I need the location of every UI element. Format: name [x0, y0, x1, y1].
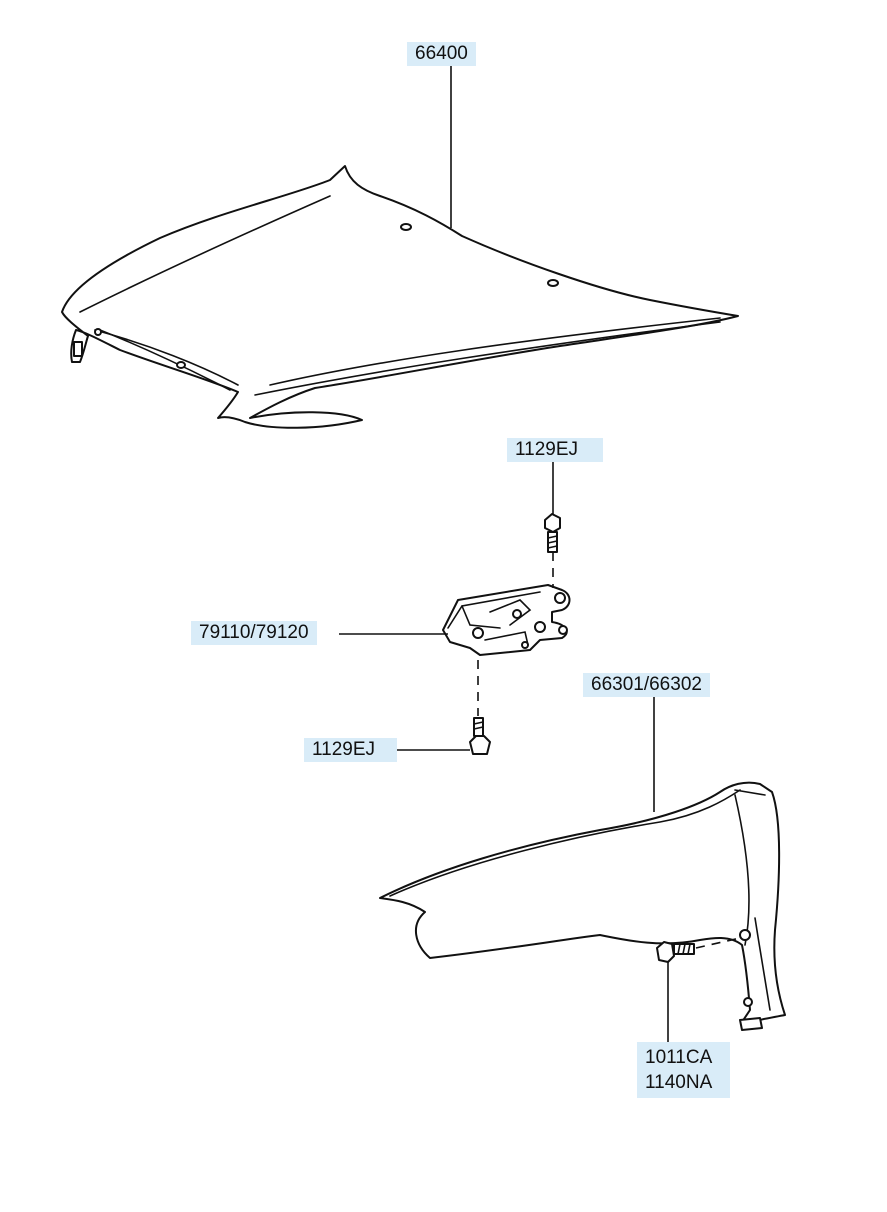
fender-part-number: 66301/66302: [583, 673, 710, 697]
hood-drawing: [61, 165, 739, 429]
hood-part-number: 66400: [407, 42, 476, 66]
latch-bolt-lower-part-number: 1129EJ: [304, 738, 398, 762]
fender-drawing: [379, 781, 786, 1031]
fender-bolt-drawing: [656, 937, 741, 963]
latch-bolt-upper-part-number: 1129EJ: [507, 438, 604, 462]
hood-latch-part-number: 79110/79120: [191, 621, 317, 645]
latch-bolt-upper-drawing: [544, 513, 561, 588]
fender-bolt-part-number-1: 1011CA: [645, 1047, 713, 1068]
hood-latch-drawing: [442, 584, 571, 656]
fender-bolt-part-number-2: 1140NA: [645, 1072, 713, 1093]
latch-bolt-lower-drawing: [469, 660, 491, 755]
fender-bolt-part-numbers: 1011CA 1140NA: [637, 1042, 731, 1098]
